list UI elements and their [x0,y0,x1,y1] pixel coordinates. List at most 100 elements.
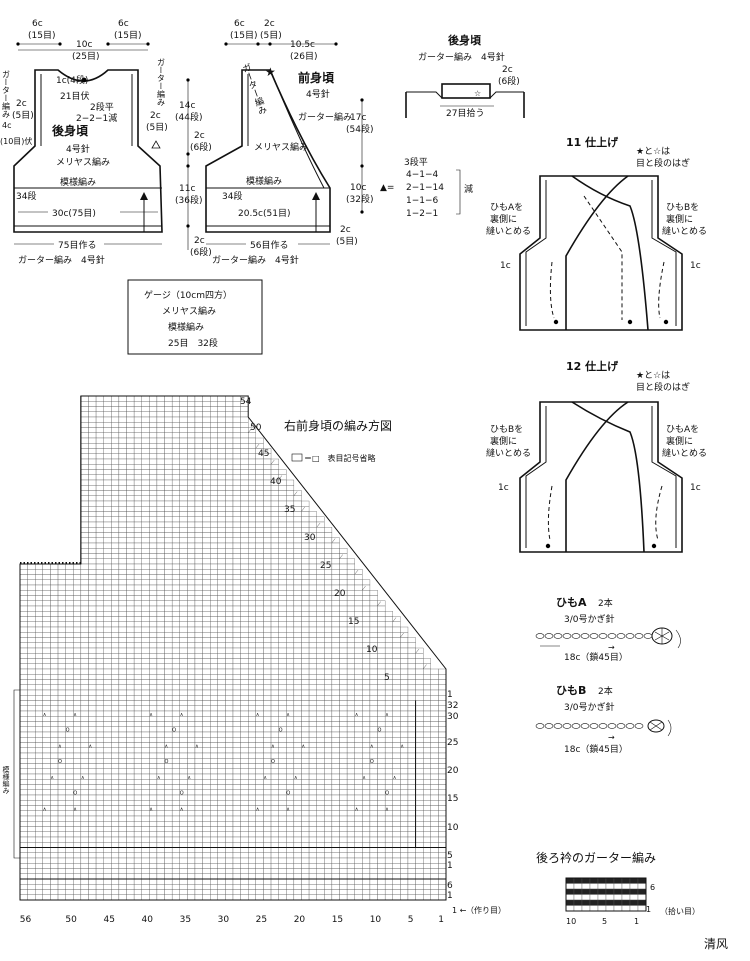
gauge-box: ゲージ（10cm四方） メリヤス編み 模様編み 25目 32段 [127,279,263,355]
grid-cell [194,758,203,764]
grid-cell [149,616,158,622]
grid-cell [27,857,36,864]
grid-cell [179,474,188,481]
grid-cell [171,406,180,412]
grid-cell [95,779,104,785]
grid-cell [179,422,188,428]
grid-cell [278,773,287,780]
grid-cell [141,658,150,664]
grid-cell [149,427,158,433]
grid-cell [362,579,371,586]
grid-cell [278,653,287,659]
grid-cell [248,479,256,486]
grid-cell [278,647,287,654]
grid-cell [133,705,142,712]
grid-cell [50,810,59,817]
grid-cell [210,894,218,901]
grid-cell [118,863,127,869]
front-h-6-b: (6段) [190,246,212,258]
grid-cell [141,710,150,717]
grid-cell [42,668,51,675]
grid-cell [255,563,264,570]
grid-cell [126,763,135,769]
chart-cast-on: （作り目） [466,905,506,915]
grid-cell [286,600,295,607]
collar-outline [565,877,647,912]
grid-cell [217,878,226,885]
grid-cell [95,868,104,874]
grid-cell [324,894,333,901]
grid-cell [210,689,218,696]
grid-cell [240,605,249,612]
grid-cell [80,800,89,806]
grid-cell [369,679,378,685]
grid-cell [133,443,142,449]
decrease-symbol: ⟋ [332,539,336,545]
front-w-26: (26目) [290,51,317,62]
grid-cell [316,863,325,869]
grid-cell [263,716,272,722]
grid-cell [331,821,340,827]
grid-cell [263,490,272,496]
grid-cell [301,752,310,759]
grid-cell [118,752,127,759]
grid-cell [88,453,97,460]
grid-cell [202,863,211,869]
grid-cell [301,873,310,880]
grid-cell [270,716,279,722]
grid-cell [202,742,211,748]
grid-cell [141,516,150,523]
grid-cell [438,842,447,848]
grid-cell [210,637,218,643]
grid-cell [103,395,112,402]
grid-cell [430,842,439,848]
collar-cell [605,877,615,884]
grid-cell [377,616,386,622]
grid-cell [430,763,439,769]
grid-cell [293,758,302,764]
grid-cell [95,479,104,486]
grid-cell [438,721,447,727]
grid-cell [50,831,59,838]
grid-cell [57,710,66,717]
grid-cell [73,742,82,748]
grid-cell [194,422,203,428]
grid-cell [346,831,355,838]
grid-cell [248,800,256,806]
grid-cell [225,427,234,433]
grid-cell [171,784,180,790]
grid-cell [263,826,272,832]
grid-cell [149,873,158,880]
grid-cell [65,831,74,838]
grid-cell [308,663,317,670]
grid-cell [392,878,401,885]
grid-cell [369,689,378,696]
grid-cell [42,889,51,895]
grid-cell [293,668,302,675]
grid-cell [232,684,241,691]
grid-cell [187,857,196,864]
grid-cell [88,815,97,822]
grid-cell [232,427,241,433]
grid-cell [308,700,317,706]
grid-cell [202,779,211,785]
grid-cell [255,605,264,612]
grid-cell [248,553,256,559]
grid-cell [126,527,135,533]
grid-cell [286,537,295,544]
grid-cell [80,453,89,460]
grid-cell [95,800,104,806]
grid-cell [80,857,89,864]
grid-cell [141,689,150,696]
grid-cell [301,647,310,654]
grid-cell [346,574,355,580]
grid-cell [430,805,439,811]
grid-cell [141,495,150,502]
grid-cell [263,590,272,596]
grid-cell [187,689,196,696]
grid-cell [301,863,310,869]
grid-cell [263,747,272,754]
grid-cell [118,821,127,827]
grid-cell [88,705,97,712]
grid-cell [240,422,249,428]
